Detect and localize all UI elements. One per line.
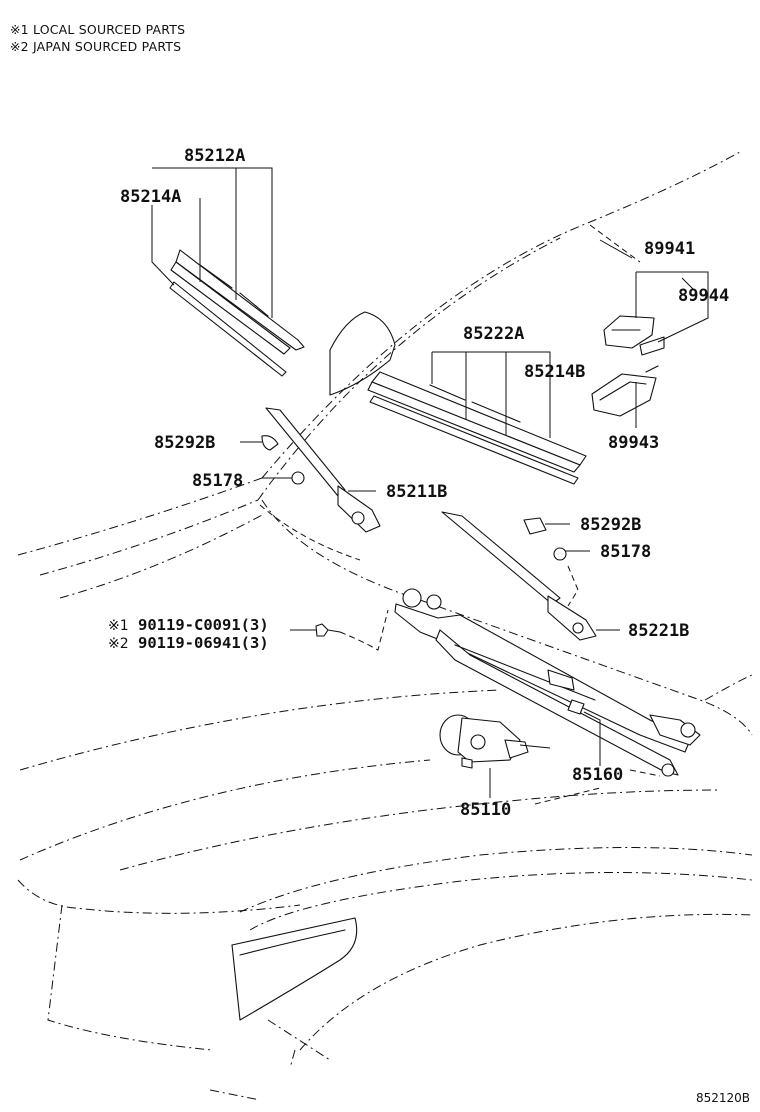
label-85178-right: 85178 <box>600 542 651 562</box>
wiper-arm-85221B <box>441 511 597 641</box>
legend-japan-sourced: ※2 JAPAN SOURCED PARTS <box>10 39 182 54</box>
label-85214A: 85214A <box>120 187 181 207</box>
label-85160: 85160 <box>572 765 623 785</box>
label-85292B-left: 85292B <box>154 433 215 453</box>
label-bolt-code-2: 90119-06941(3) <box>138 634 269 652</box>
bolt-90119 <box>315 609 389 651</box>
figure-code: 852120B <box>696 1091 750 1105</box>
label-85212A: 85212A <box>184 146 245 166</box>
label-89941: 89941 <box>644 239 695 259</box>
legend-local-sourced: ※1 LOCAL SOURCED PARTS <box>10 22 186 37</box>
label-85222A: 85222A <box>463 324 524 344</box>
washer-nozzle-89943 <box>591 365 659 417</box>
vehicle-outline <box>17 151 753 1101</box>
label-85178-left: 85178 <box>192 471 243 491</box>
wiper-blade-85212A <box>169 249 305 377</box>
wiper-link-85160 <box>394 588 701 777</box>
label-85292B-right: 85292B <box>580 515 641 535</box>
label-89943: 89943 <box>608 433 659 453</box>
label-85214B: 85214B <box>524 362 585 382</box>
washer-nozzle-89944 <box>603 315 665 356</box>
label-89944: 89944 <box>678 286 729 306</box>
label-bolt-code-1: 90119-C0091(3) <box>138 616 269 634</box>
wiper-motor-85110 <box>439 714 529 769</box>
wiper-arm-85211B <box>261 407 381 533</box>
wiper-blade-85222A <box>367 371 587 485</box>
label-bolt-mark-1: ※1 <box>108 618 129 634</box>
label-85221B: 85221B <box>628 621 689 641</box>
label-85211B: 85211B <box>386 482 447 502</box>
label-bolt-mark-2: ※2 <box>108 636 129 652</box>
leader-lines <box>151 167 709 805</box>
label-85110: 85110 <box>460 800 511 820</box>
